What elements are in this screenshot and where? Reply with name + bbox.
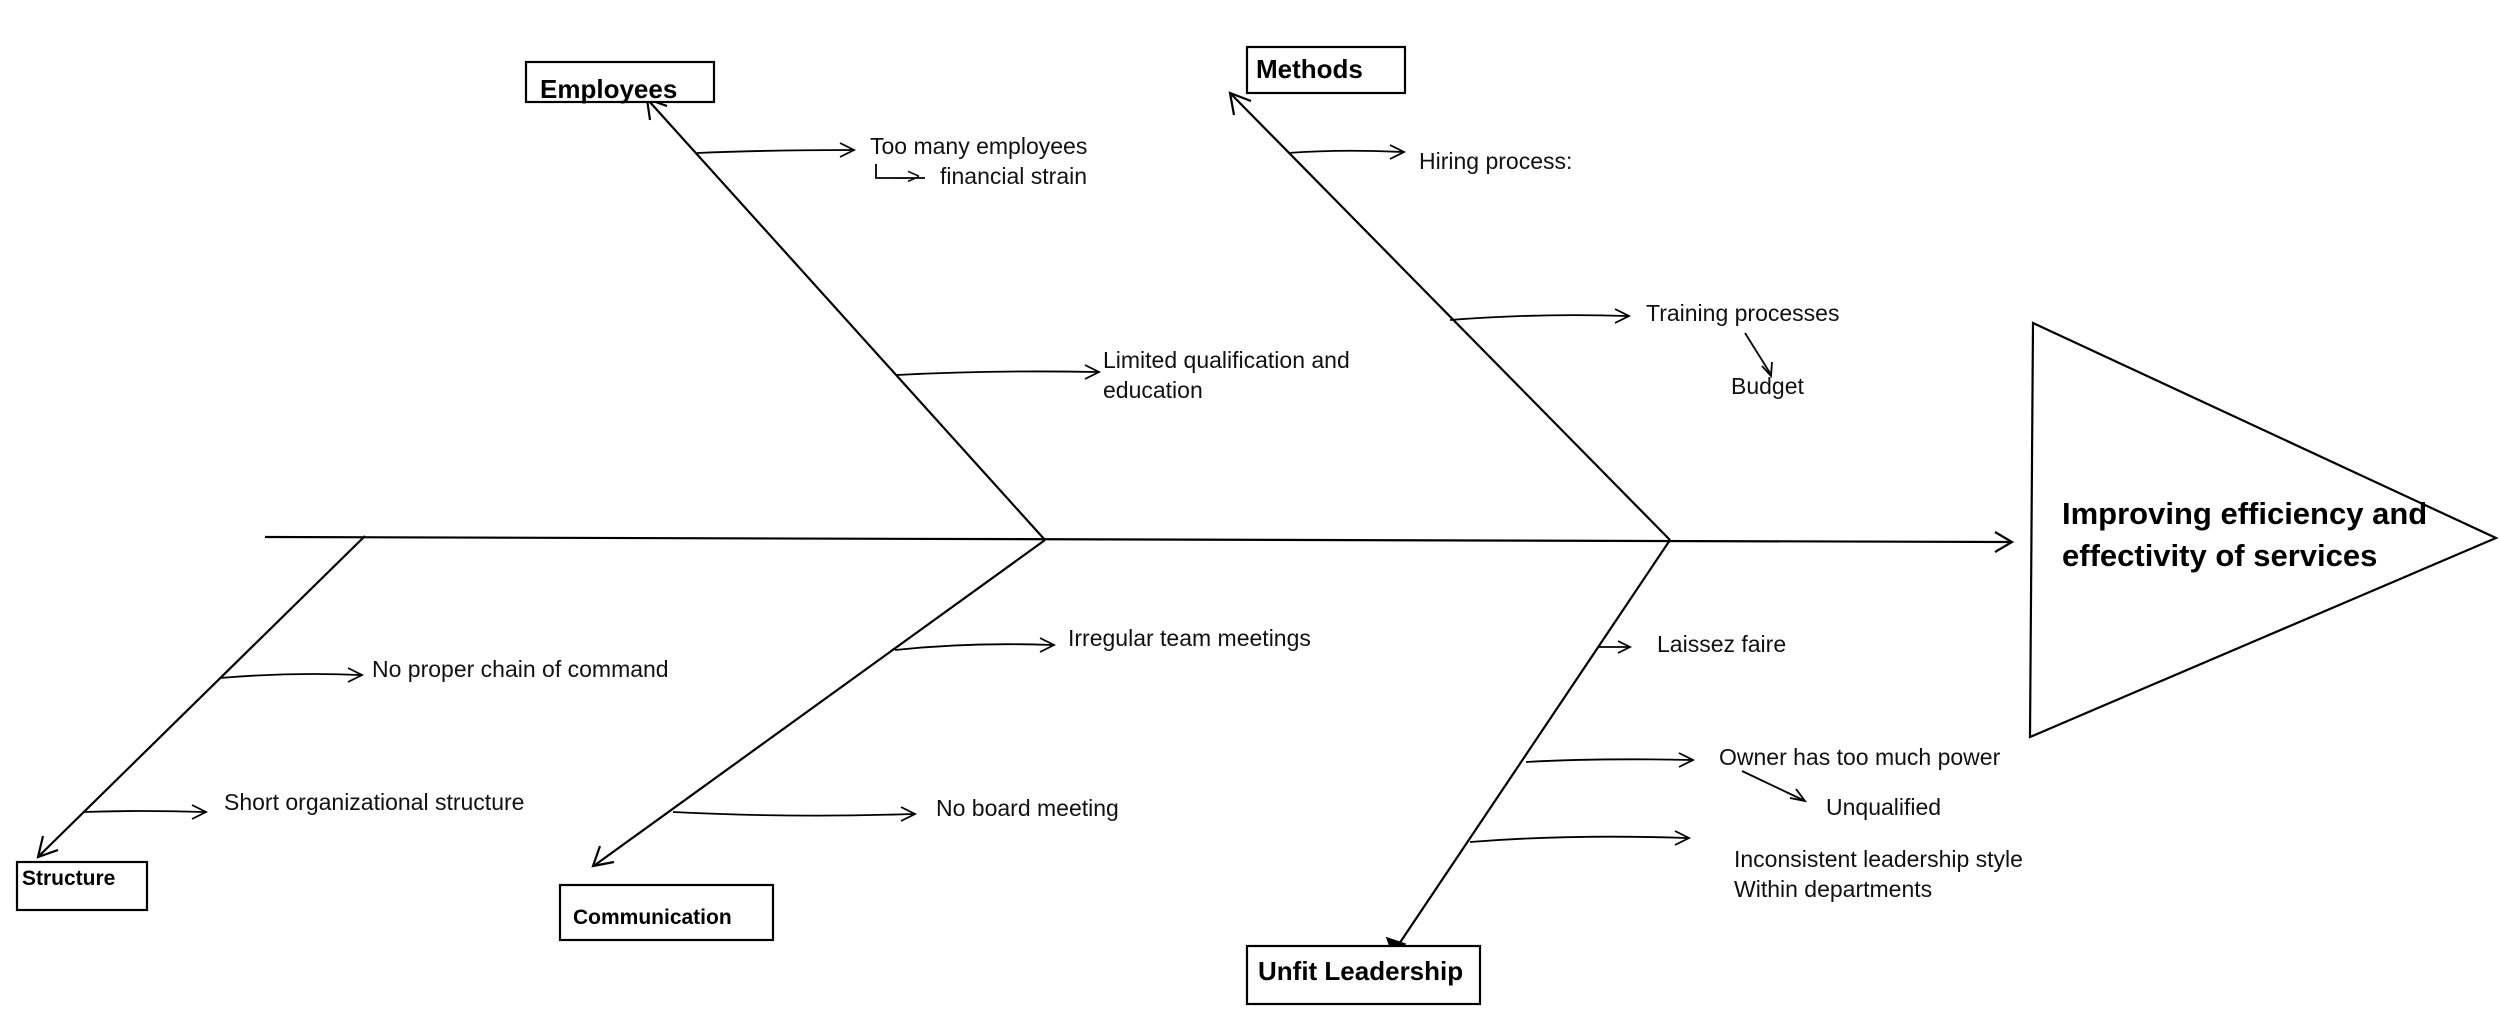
cause-budget: Budget bbox=[1731, 373, 1805, 399]
sub-arrow-financial bbox=[875, 164, 925, 179]
employees-bone bbox=[647, 99, 1046, 541]
effect-line-1: Improving efficiency and bbox=[2062, 496, 2427, 531]
structure-label: Structure bbox=[22, 867, 115, 890]
cause-laissez-faire: Laissez faire bbox=[1657, 631, 1786, 657]
cause-arrowhead-owner-power bbox=[1678, 752, 1696, 768]
cause-arrowhead-inconsistent bbox=[1674, 830, 1692, 846]
cause-too-many-employees: Too many employees bbox=[870, 133, 1087, 159]
cause-arrow-irregular bbox=[894, 643, 1053, 651]
cause-arrowhead-irregular bbox=[1039, 637, 1057, 653]
cause-no-board-meeting: No board meeting bbox=[936, 795, 1119, 821]
sub-arrow-budget bbox=[1744, 332, 1771, 374]
spine-arrowhead bbox=[1994, 531, 2015, 553]
methods-box bbox=[1245, 45, 1407, 95]
cause-arrowhead-short-org bbox=[191, 804, 209, 820]
communication-bone bbox=[594, 539, 1046, 866]
methods-label: Methods bbox=[1256, 54, 1363, 84]
cause-inconsistent-line-1: Inconsistent leadership style bbox=[1734, 846, 2023, 872]
employees-label: Employees bbox=[540, 74, 677, 104]
cause-arrowhead-qualification bbox=[1084, 364, 1102, 380]
cause-arrowhead-no-board bbox=[900, 806, 918, 822]
sub-arrowhead-budget bbox=[1761, 361, 1773, 379]
cause-hiring-process: Hiring process: bbox=[1419, 148, 1572, 174]
sub-arrow-financial-dashes: –> bbox=[894, 163, 920, 189]
cause-arrow-chain bbox=[219, 673, 361, 679]
cause-arrow-qualification bbox=[896, 370, 1098, 376]
cause-arrow-short-org bbox=[82, 810, 205, 813]
cause-arrowhead-training bbox=[1614, 308, 1632, 324]
methods-bone bbox=[1231, 94, 1671, 541]
cause-arrow-no-board bbox=[672, 811, 914, 817]
cause-arrowhead-too-many bbox=[839, 142, 857, 158]
cause-arrowhead-hiring bbox=[1389, 144, 1407, 160]
employees-box bbox=[524, 60, 716, 104]
communication-box bbox=[558, 883, 775, 942]
leadership-box bbox=[1245, 944, 1482, 1006]
cause-owner-too-much-power: Owner has too much power bbox=[1719, 744, 2001, 770]
cause-qualification-line-2: education bbox=[1103, 377, 1203, 403]
leadership-label: Unfit Leadership bbox=[1258, 956, 1463, 986]
cause-arrow-inconsistent bbox=[1469, 835, 1688, 843]
methods-bone-arrowhead bbox=[1228, 91, 1252, 116]
cause-arrow-owner-power bbox=[1525, 758, 1692, 763]
cause-qualification-line-1: Limited qualification and bbox=[1103, 347, 1350, 373]
cause-no-chain-of-command: No proper chain of command bbox=[372, 656, 669, 682]
cause-inconsistent-line-2: Within departments bbox=[1734, 876, 1932, 902]
structure-box bbox=[15, 860, 149, 912]
cause-arrow-hiring bbox=[1287, 149, 1403, 154]
communication-label: Communication bbox=[573, 906, 732, 929]
cause-financial-strain: financial strain bbox=[940, 163, 1087, 189]
cause-unqualified: Unqualified bbox=[1826, 794, 1941, 820]
cause-arrowhead-chain bbox=[347, 667, 365, 683]
spine-line bbox=[264, 535, 2011, 544]
communication-bone-arrowhead bbox=[591, 845, 615, 868]
sub-arrow-unqualified bbox=[1741, 770, 1804, 801]
cause-arrow-training bbox=[1449, 314, 1628, 321]
cause-training-processes: Training processes bbox=[1646, 300, 1839, 326]
structure-bone bbox=[39, 535, 366, 856]
cause-arrowhead-laissez bbox=[1617, 640, 1633, 654]
leadership-bone bbox=[1392, 539, 1671, 954]
cause-irregular-meetings: Irregular team meetings bbox=[1068, 625, 1311, 651]
cause-short-org-structure: Short organizational structure bbox=[224, 789, 524, 815]
structure-bone-arrowhead bbox=[36, 835, 59, 859]
effect-head bbox=[2028, 321, 2499, 739]
effect-line-2: effectivity of services bbox=[2062, 538, 2377, 573]
cause-arrow-too-many bbox=[696, 149, 853, 154]
sub-arrowhead-unqualified bbox=[1789, 788, 1808, 803]
